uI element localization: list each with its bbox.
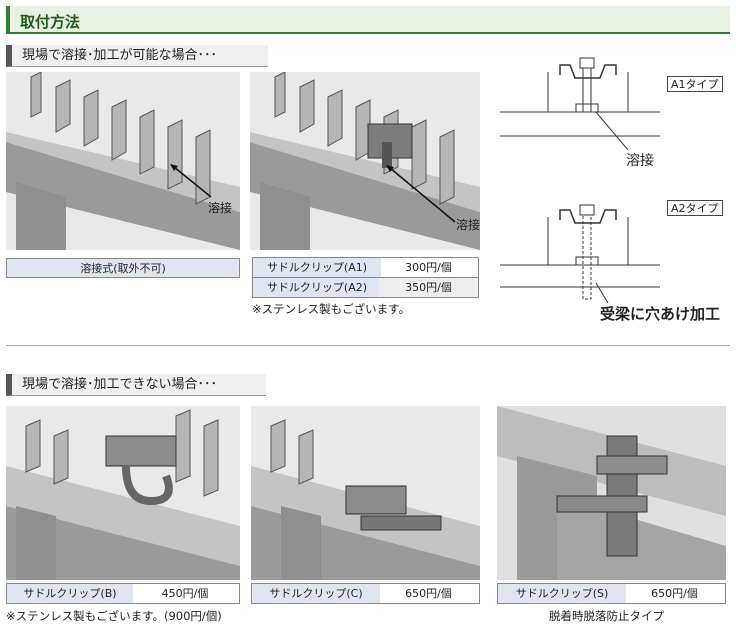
weld-arrow-left	[173, 166, 212, 198]
a1-type-diagram	[500, 57, 660, 151]
weld-label-mid: 溶接	[456, 218, 481, 232]
price-row-label: サドルクリップ(C)	[252, 584, 380, 603]
price-row-b: サドルクリップ(B) 450円/個	[6, 583, 240, 604]
a2-type-label: A2タイプ	[667, 200, 723, 216]
weld-arrow-mid	[389, 167, 456, 223]
price-row-a1: サドルクリップ(A1) 300円/個	[252, 257, 479, 278]
weld-type-label: 溶接式(取外不可)	[80, 262, 166, 275]
a1-type-label: A1タイプ	[667, 76, 723, 92]
price-row-label: サドルクリップ(A1)	[253, 258, 381, 277]
weld-label-left: 溶接	[208, 201, 233, 215]
price-row-value: 650円/個	[651, 587, 698, 600]
saddle-clip-c-illustration	[251, 406, 480, 580]
price-row-c: サドルクリップ(C) 650円/個	[251, 583, 480, 604]
saddle-clip-b-illustration	[6, 406, 240, 580]
note-stainless-2: ※ステンレス製もございます。(900円/個)	[6, 609, 222, 623]
weld-type-box: 溶接式(取外不可)	[6, 258, 240, 278]
a2-caption: 受梁に穴あけ加工	[600, 305, 721, 323]
section1-heading: 現場で溶接･加工が可能な場合･･･	[6, 45, 268, 67]
price-row-value: 300円/個	[405, 261, 452, 274]
price-row-label: サドルクリップ(A2)	[253, 278, 381, 297]
section-divider	[6, 345, 730, 346]
price-row-s: サドルクリップ(S) 650円/個	[497, 583, 726, 604]
price-row-value: 350円/個	[379, 278, 478, 297]
welded-grating-illustration	[6, 72, 240, 250]
note-anti-drop: 脱着時脱落防止タイプ	[549, 609, 664, 623]
weld-label-a1: 溶接	[626, 153, 654, 169]
saddle-clip-s-illustration	[497, 406, 726, 580]
price-row-value: 650円/個	[405, 587, 452, 600]
page-title: 取付方法	[20, 13, 81, 31]
page-title-bar: 取付方法	[6, 6, 730, 34]
a2-type-diagram	[500, 204, 660, 304]
price-row-label: サドルクリップ(B)	[7, 584, 133, 603]
section2-heading: 現場で溶接･加工できない場合･･･	[6, 374, 266, 396]
price-row-label: サドルクリップ(S)	[498, 584, 626, 603]
note-stainless-1: ※ステンレス製もございます。	[252, 302, 410, 316]
price-row-value: 450円/個	[161, 587, 209, 600]
saddle-clip-a-illustration	[250, 72, 480, 250]
price-row-a2: サドルクリップ(A2) 350円/個	[252, 277, 479, 298]
